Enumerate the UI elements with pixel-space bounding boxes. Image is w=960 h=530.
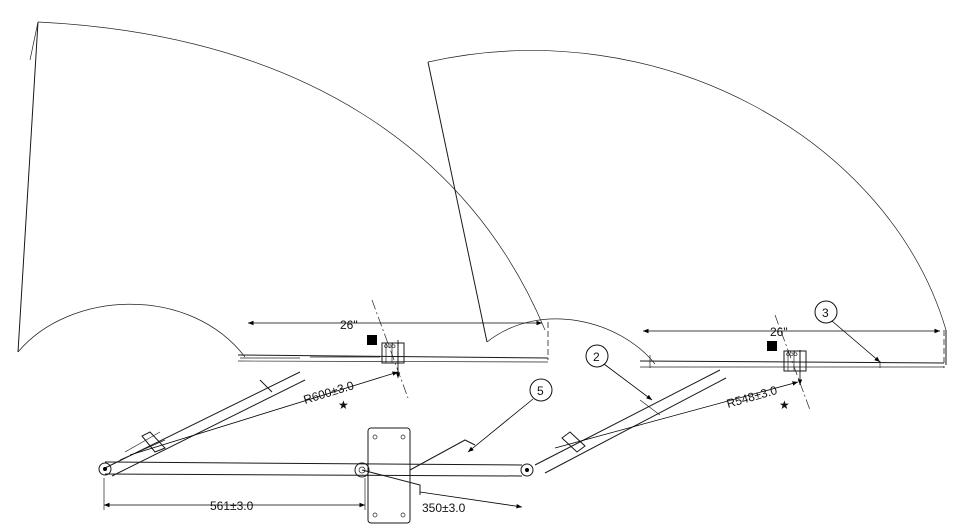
right-pivot <box>767 314 811 411</box>
right-angle-dimension: 26" <box>643 325 940 339</box>
balloon-5: 5 <box>467 378 553 453</box>
right-star-marker: ★ <box>779 398 790 412</box>
right-pivot-tag: δ55 <box>786 351 798 358</box>
bottom-right-dimension: 350±3.0 <box>419 491 523 515</box>
left-wipe-pattern <box>17 21 546 358</box>
bottom-left-dimension: 561±3.0 <box>103 478 366 513</box>
right-wipe-pattern <box>427 50 947 365</box>
svg-text:2: 2 <box>593 350 600 364</box>
left-square-marker <box>367 335 377 345</box>
motor-mount-plate <box>361 427 476 524</box>
left-pivot-tag: δ55 <box>384 343 396 350</box>
balloon-3: 3 <box>814 300 881 363</box>
right-square-marker <box>767 341 777 351</box>
left-pivot <box>367 299 409 399</box>
left-angle-dimension: 26" <box>248 318 542 332</box>
left-wiper-blade <box>237 322 549 363</box>
left-star-marker: ★ <box>338 398 349 412</box>
right-wiper-arm <box>534 369 727 474</box>
drive-link-bar <box>98 461 534 478</box>
right-radius-label: R548±3.0 <box>725 383 779 411</box>
right-angle-label: 26" <box>770 325 788 339</box>
right-length-label: 350±3.0 <box>422 501 466 515</box>
left-wiper-arm <box>104 371 306 477</box>
left-angle-label: 26" <box>340 318 358 332</box>
balloon-2: 2 <box>585 344 653 401</box>
right-wiper-blade <box>639 330 945 368</box>
svg-text:3: 3 <box>822 306 829 320</box>
left-length-label: 561±3.0 <box>210 499 254 513</box>
svg-text:5: 5 <box>537 384 544 398</box>
